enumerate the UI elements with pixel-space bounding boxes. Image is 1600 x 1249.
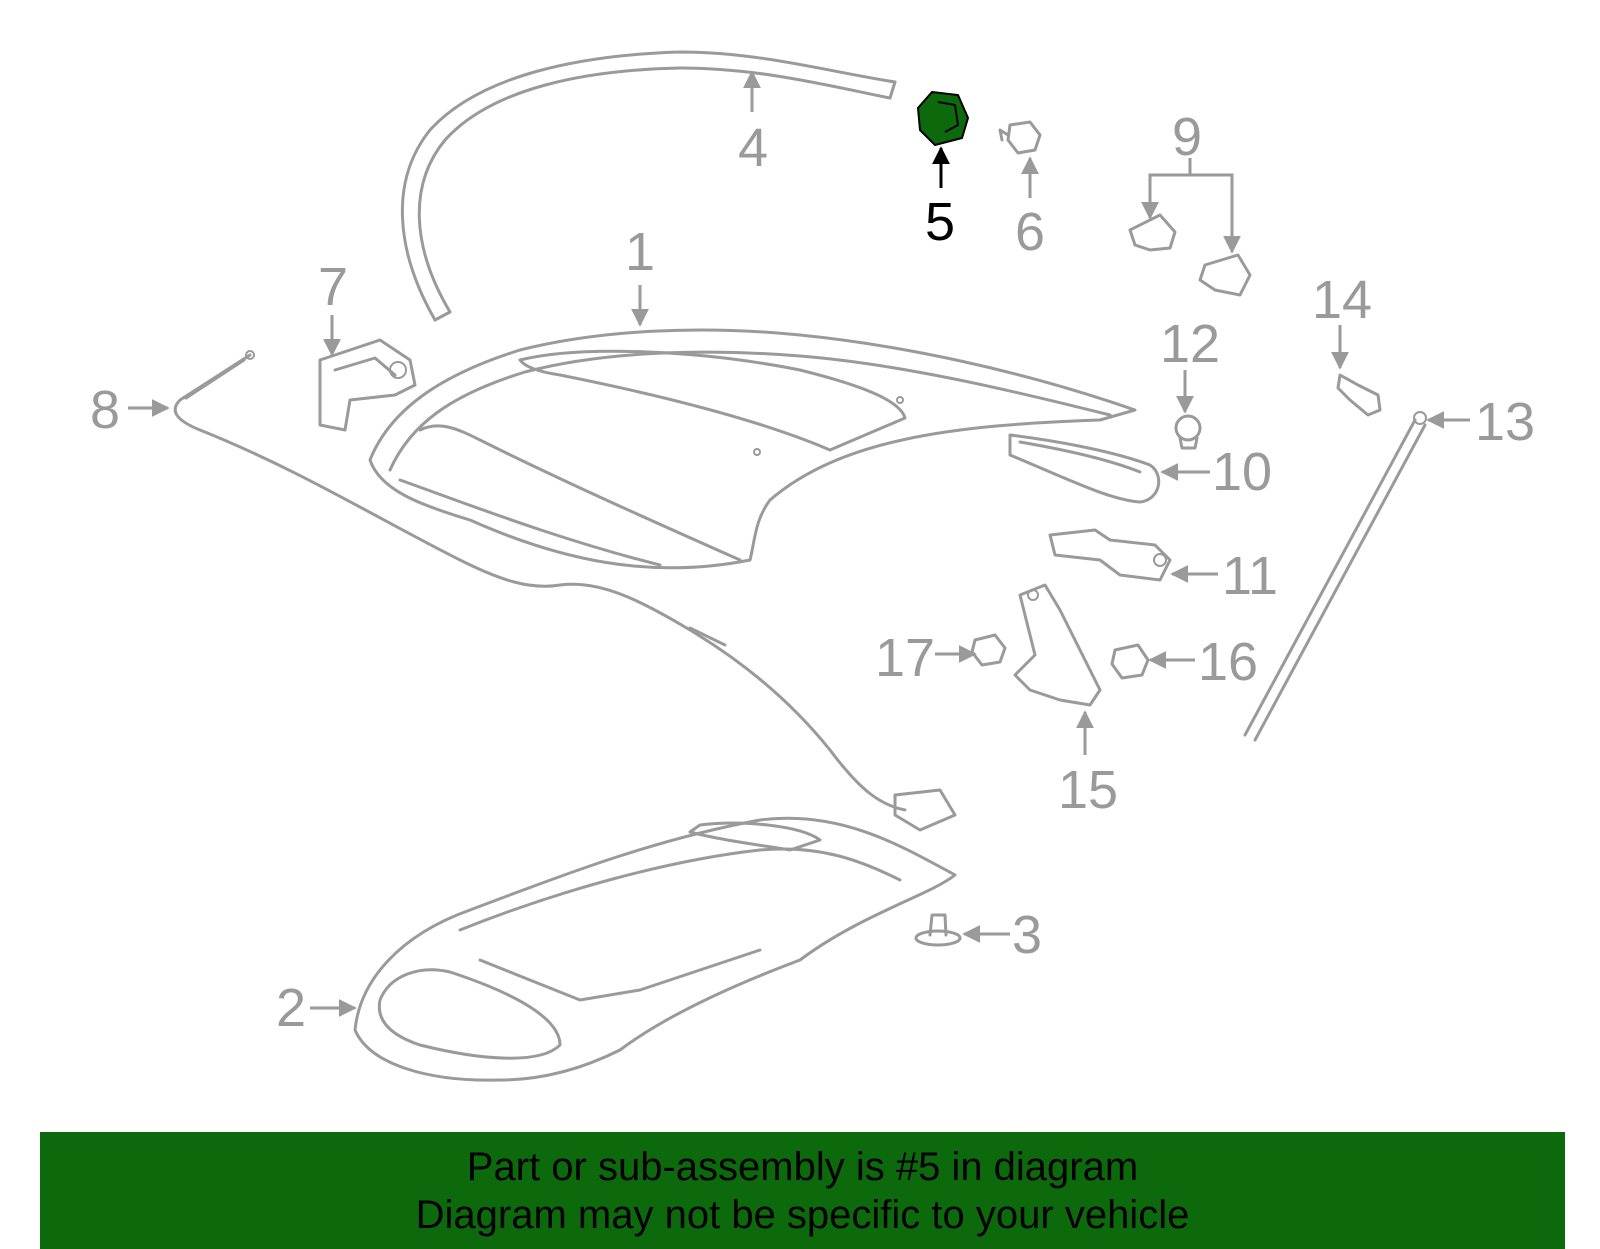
callout-14: 14 — [1312, 270, 1372, 330]
callout-12: 12 — [1160, 314, 1220, 374]
callout-labels: 1 2 3 4 5 6 7 8 9 10 11 12 13 14 15 16 1… — [90, 107, 1535, 1038]
part-8-release-cable — [173, 350, 957, 832]
parts-diagram: 1 2 3 4 5 6 7 8 9 10 11 12 13 14 15 16 1… — [90, 50, 1535, 1082]
part-16-nut — [1110, 643, 1150, 680]
part-13-support-rod — [1243, 411, 1427, 742]
callout-10: 10 — [1212, 442, 1272, 502]
banner-line-disclaimer: Diagram may not be specific to your vehi… — [415, 1192, 1190, 1237]
part-3-push-retainer — [914, 913, 962, 947]
callout-5-highlighted: 5 — [925, 192, 955, 252]
part-1-hood — [368, 328, 1137, 570]
part-9-clips — [1128, 213, 1252, 297]
callout-13: 13 — [1475, 392, 1535, 452]
callout-9: 9 — [1172, 107, 1202, 167]
part-15-striker-bracket — [1013, 583, 1102, 707]
part-7-hinge — [318, 338, 417, 432]
callout-4: 4 — [738, 118, 768, 178]
part-14-stud — [1336, 373, 1382, 417]
callout-2: 2 — [276, 978, 306, 1038]
callout-3: 3 — [1012, 905, 1042, 965]
callout-11: 11 — [1222, 546, 1278, 606]
callout-1: 1 — [625, 222, 655, 282]
part-17-nut — [970, 633, 1007, 667]
callout-15: 15 — [1058, 760, 1118, 820]
part-11-bracket — [1048, 528, 1172, 582]
arrow-9-branch — [1148, 173, 1234, 250]
part-6-bolt — [998, 120, 1042, 155]
banner-line-part-info: Part or sub-assembly is #5 in diagram — [466, 1144, 1139, 1189]
callout-16: 16 — [1198, 632, 1258, 692]
leader-arrows — [128, 70, 1470, 1017]
part-2-insulator — [353, 816, 957, 1082]
part-5-bumper-highlighted — [916, 90, 970, 147]
info-banner: Part or sub-assembly is #5 in diagram Di… — [40, 1132, 1565, 1249]
callout-8: 8 — [90, 380, 120, 440]
callout-7: 7 — [318, 257, 348, 317]
part-12-grommet — [1174, 414, 1202, 450]
callout-6: 6 — [1015, 202, 1045, 262]
callout-17: 17 — [875, 628, 935, 688]
part-4-weatherstrip — [400, 50, 897, 322]
part-10-seal — [1008, 433, 1161, 504]
